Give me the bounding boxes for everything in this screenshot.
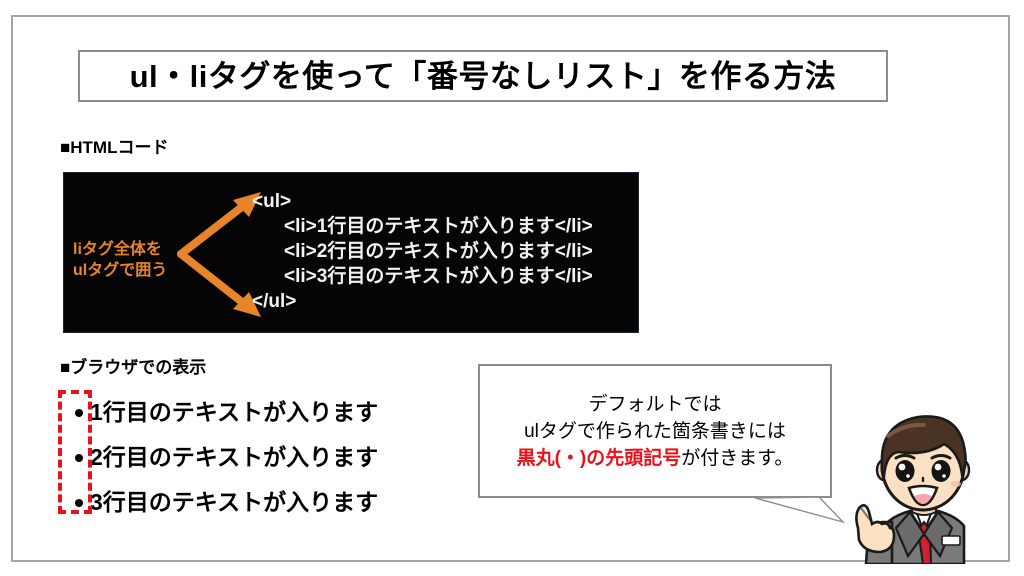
callout-highlight: 黒丸(・)の先頭記号 [516, 447, 682, 469]
code-line-4: </ul> [252, 291, 297, 312]
callout-line-3-rest: が付きます。 [681, 447, 794, 469]
list-item: 1行目のテキストが入ります [68, 392, 468, 433]
callout-line-1: デフォルトでは [588, 393, 722, 415]
title-box: ul・liタグを使って「番号なしリスト」を作る方法 [78, 50, 888, 102]
code-block: liタグ全体を ulタグで囲う <ul> <li>1行目のテキストが入ります</… [63, 172, 639, 333]
bullet-disc-icon [68, 498, 90, 507]
code-annotation-line-2: ulタグで囲う [73, 262, 168, 279]
bullet-disc-icon [68, 453, 90, 462]
section-heading-browser-view: ■ブラウザでの表示 [60, 358, 207, 377]
bullet-disc-icon [68, 408, 90, 417]
callout-line-3: 黒丸(・)の先頭記号が付きます。 [517, 445, 794, 472]
list-item: 2行目のテキストが入ります [68, 437, 468, 478]
double-headed-arrow-icon [177, 192, 261, 317]
list-item-label: 1行目のテキストが入ります [90, 399, 379, 425]
character-illustration [855, 415, 971, 564]
code-line-1: <li>1行目のテキストが入ります</li> [284, 216, 593, 237]
code-lines: <ul> <li>1行目のテキストが入ります</li> <li>2行目のテキスト… [252, 189, 593, 314]
code-annotation-line-1: liタグ全体を [73, 241, 162, 258]
list-item-label: 2行目のテキストが入ります [90, 444, 379, 470]
callout-bubble: デフォルトでは ulタグで作られた箇条書きには 黒丸(・)の先頭記号が付きます。 [478, 364, 832, 498]
list-item-label: 3行目のテキストが入ります [90, 489, 379, 515]
code-annotation-text: liタグ全体を ulタグで囲う [73, 239, 167, 281]
code-line-0: <ul> [252, 191, 292, 212]
section-heading-html-code: ■HTMLコード [60, 138, 169, 157]
callout-line-2: ulタグで作られた箇条書きには [524, 420, 786, 442]
code-line-2: <li>2行目のテキストが入ります</li> [284, 241, 593, 262]
code-line-3: <li>3行目のテキストが入ります</li> [284, 266, 593, 287]
callout-bubble-tail [755, 496, 845, 524]
list-item: 3行目のテキストが入ります [68, 482, 468, 523]
page-title: ul・liタグを使って「番号なしリスト」を作る方法 [129, 58, 837, 94]
browser-preview-list: 1行目のテキストが入ります 2行目のテキストが入ります 3行目のテキストが入りま… [68, 392, 468, 527]
